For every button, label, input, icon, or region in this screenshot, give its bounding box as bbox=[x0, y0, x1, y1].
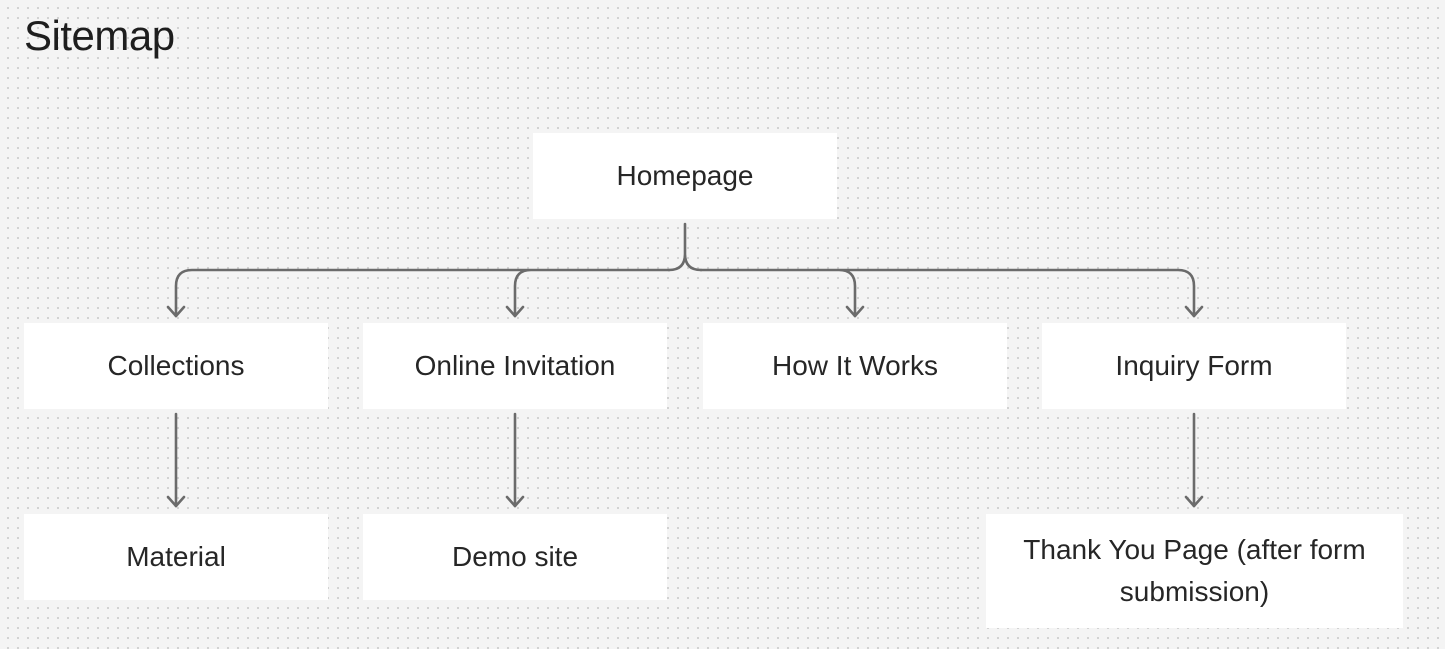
node-inquiry-form[interactable]: Inquiry Form bbox=[1042, 323, 1346, 409]
arrowhead-thank-you-page bbox=[1184, 495, 1204, 508]
arrowhead-online-invitation bbox=[505, 305, 525, 318]
arrowhead-how-it-works bbox=[845, 305, 865, 318]
node-how-it-works[interactable]: How It Works bbox=[703, 323, 1007, 409]
arrowhead-collections bbox=[166, 305, 186, 318]
node-material[interactable]: Material bbox=[24, 514, 328, 600]
arrowhead-inquiry-form bbox=[1184, 305, 1204, 318]
node-thank-you-page[interactable]: Thank You Page (after form submission) bbox=[986, 514, 1403, 628]
arrowhead-material bbox=[166, 495, 186, 508]
node-collections[interactable]: Collections bbox=[24, 323, 328, 409]
arrowhead-demo-site bbox=[505, 495, 525, 508]
connector-homepage-right-bus bbox=[699, 268, 1196, 318]
node-online-invitation[interactable]: Online Invitation bbox=[363, 323, 667, 409]
connector-homepage-trunk bbox=[667, 222, 703, 272]
node-homepage[interactable]: Homepage bbox=[533, 133, 837, 219]
node-demo-site[interactable]: Demo site bbox=[363, 514, 667, 600]
page-title: Sitemap bbox=[24, 12, 175, 59]
connector-homepage-left-bus bbox=[174, 268, 671, 318]
